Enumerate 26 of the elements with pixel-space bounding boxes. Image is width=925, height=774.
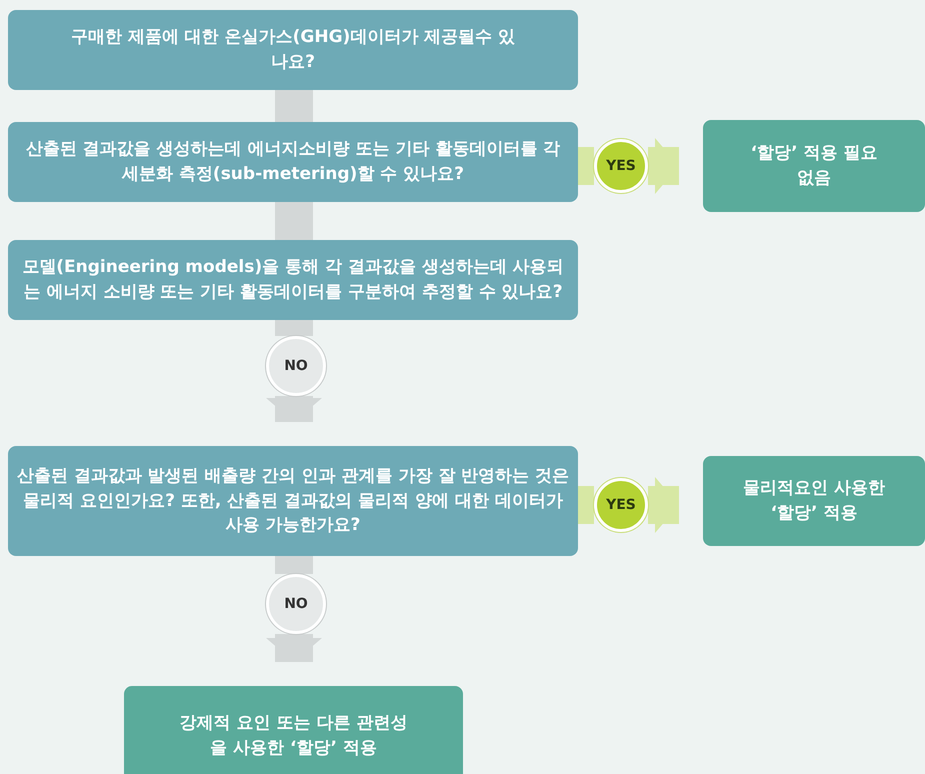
node-text: NO [284,358,308,374]
yes-circle [594,139,648,193]
result-box [703,120,925,212]
result-box [124,686,463,774]
node-text: 산출된 결과값을 생성하는데 에너지소비량 또는 기타 활동데이터를 각 세분화 측정(sub-metering)할 수 있나요? [24,138,562,186]
arrow [648,477,679,533]
node-text: 강제적 요인 또는 다른 관련성을 사용한 ‘할당’ 적용 [178,712,408,760]
question-box [8,10,578,90]
node-text: YES [606,497,636,513]
no-circle [266,574,326,634]
node-text: 산출된 결과값과 발생된 배출량 간의 인과 관계를 가장 잘 반영하는 것은 물리적 요인인가요? 또한, 산출된 결과값의 물리적 양에 대한 데이터가 사용 가능한가요? [16,465,570,538]
question-box [8,446,578,556]
node-text: 모델(Engineering models)을 통해 각 결과값을 생성하는데 사용되는 에너지 소비량 또는 기타 활동데이터를 구분하여 추정할 수 있나요? [21,256,565,304]
arrow [648,138,679,194]
yes-circle [594,478,648,532]
arrow [266,396,322,422]
node-text: NO [284,596,308,612]
no-circle [266,336,326,396]
node-text: YES [606,158,636,174]
question-box [8,122,578,202]
result-box [703,456,925,546]
question-box [8,240,578,320]
node-text: 물리적요인 사용한 ‘할당’ 적용 [742,477,886,525]
arrow [266,634,322,662]
node-text: 구매한 제품에 대한 온실가스(GHG)데이터가 제공될수 있나요? [70,26,516,74]
node-text: ‘할당’ 적용 필요 없음 [750,142,878,190]
